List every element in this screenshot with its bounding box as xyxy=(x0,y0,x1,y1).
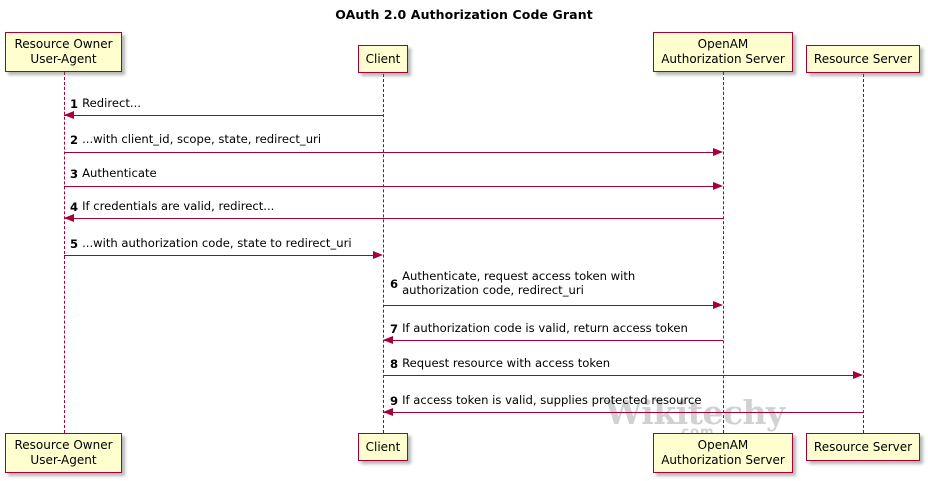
message-seq: 3 xyxy=(70,167,79,181)
participant-resource-server-bottom[interactable]: Resource Server xyxy=(806,433,920,461)
message-text: If authorization code is valid, return a… xyxy=(402,321,688,336)
lifeline-resource-server xyxy=(863,74,864,433)
message-label-3: 3 Authenticate xyxy=(70,166,157,181)
message-arrowhead-8 xyxy=(853,370,863,379)
message-label-6: 6 Authenticate, request access token wit… xyxy=(390,269,636,297)
message-label-2: 2 ...with client_id, scope, state, redir… xyxy=(70,132,322,147)
participant-label: OpenAM Authorization Server xyxy=(661,37,785,66)
message-text: Redirect... xyxy=(82,96,141,111)
message-label-8: 8 Request resource with access token xyxy=(390,356,611,371)
message-arrowhead-2 xyxy=(713,147,723,156)
message-line-7 xyxy=(383,340,723,341)
message-line-1 xyxy=(64,115,383,116)
lifeline-openam xyxy=(723,72,724,433)
message-line-4 xyxy=(64,218,723,219)
message-seq: 8 xyxy=(390,357,399,371)
message-text: If credentials are valid, redirect... xyxy=(82,199,275,214)
lifeline-client xyxy=(383,74,384,433)
message-arrowhead-6 xyxy=(713,300,723,309)
participant-resource-owner-top[interactable]: Resource Owner User-Agent xyxy=(5,32,122,72)
participant-label: Resource Owner User-Agent xyxy=(14,37,113,66)
message-text: Authenticate xyxy=(82,166,157,181)
participant-client-top[interactable]: Client xyxy=(358,45,408,73)
participant-label: Resource Server xyxy=(813,439,913,454)
message-arrowhead-4 xyxy=(64,213,74,222)
message-arrowhead-5 xyxy=(373,250,383,259)
message-seq: 9 xyxy=(390,394,399,408)
message-seq: 5 xyxy=(70,237,79,251)
message-label-9: 9 If access token is valid, supplies pro… xyxy=(390,393,702,408)
participant-label: Resource Owner User-Agent xyxy=(14,438,113,467)
participant-label: Resource Server xyxy=(813,51,913,66)
lifeline-resource-owner xyxy=(64,72,65,433)
message-line-3 xyxy=(64,186,713,187)
participant-label: OpenAM Authorization Server xyxy=(661,438,785,467)
participant-client-bottom[interactable]: Client xyxy=(358,433,408,461)
message-line-9 xyxy=(383,412,863,413)
message-label-4: 4 If credentials are valid, redirect... xyxy=(70,199,275,214)
participant-resource-owner-bottom[interactable]: Resource Owner User-Agent xyxy=(5,433,122,473)
participant-label: Client xyxy=(365,439,401,454)
message-arrowhead-1 xyxy=(64,110,74,119)
message-text: Request resource with access token xyxy=(402,356,611,371)
message-line-6 xyxy=(383,305,713,306)
participant-openam-bottom[interactable]: OpenAM Authorization Server xyxy=(653,433,793,473)
message-line-8 xyxy=(383,375,853,376)
message-line-5 xyxy=(64,255,373,256)
participant-label: Client xyxy=(365,51,401,66)
message-text: Authenticate, request access token with … xyxy=(402,269,636,297)
message-line-2 xyxy=(64,152,713,153)
message-seq: 1 xyxy=(70,97,79,111)
participant-openam-top[interactable]: OpenAM Authorization Server xyxy=(653,32,793,72)
message-arrowhead-9 xyxy=(383,407,393,416)
message-arrowhead-3 xyxy=(713,181,723,190)
message-label-5: 5 ...with authorization code, state to r… xyxy=(70,236,352,251)
message-seq: 2 xyxy=(70,133,79,147)
page-title: OAuth 2.0 Authorization Code Grant xyxy=(335,7,593,22)
message-seq: 6 xyxy=(390,276,399,291)
message-arrowhead-7 xyxy=(383,335,393,344)
participant-resource-server-top[interactable]: Resource Server xyxy=(806,45,920,73)
message-text: If access token is valid, supplies prote… xyxy=(402,393,702,408)
message-label-1: 1 Redirect... xyxy=(70,96,141,111)
message-seq: 7 xyxy=(390,322,399,336)
message-text: ...with authorization code, state to red… xyxy=(82,236,352,251)
message-seq: 4 xyxy=(70,200,79,214)
message-text: ...with client_id, scope, state, redirec… xyxy=(82,132,322,147)
message-label-7: 7 If authorization code is valid, return… xyxy=(390,321,688,336)
